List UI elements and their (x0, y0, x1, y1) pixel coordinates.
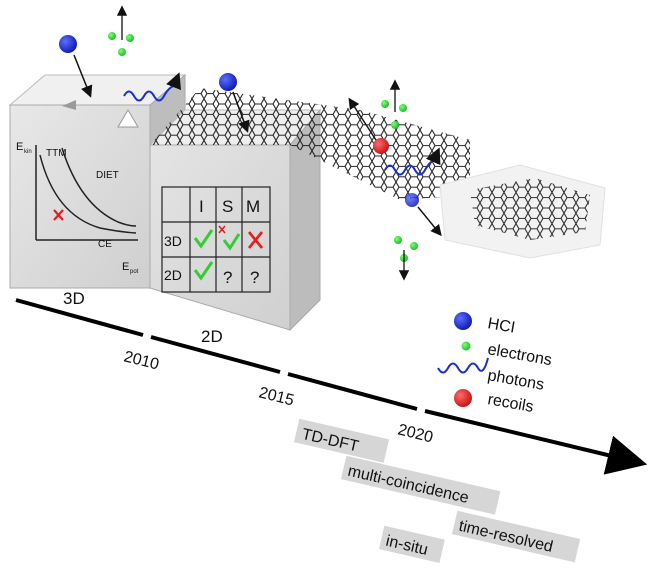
curve-label-ttm: TTM (46, 148, 67, 159)
era-label-3d: 3D (63, 289, 85, 308)
electron (118, 48, 126, 56)
year-label: 2010 (122, 348, 161, 373)
electron (391, 121, 399, 129)
checkmark-icon (193, 229, 214, 249)
energy-graph-3d: E kin E pot TTM DIET CE (16, 141, 139, 275)
isolator-semiconductor-metal-table: I S M 3D 2D ? ? (161, 186, 271, 293)
graph-x-axis-subscript: pot (130, 269, 139, 275)
era-label-2d: 2D (201, 327, 223, 346)
table-row-header: 2D (164, 267, 182, 283)
curve-label-diet: DIET (96, 170, 119, 181)
table-col-header: M (246, 197, 260, 216)
legend-label-recoils: recoils (486, 391, 534, 416)
legend-label-photons: photons (486, 367, 545, 394)
electron (399, 104, 407, 112)
legend-label-electrons: electrons (486, 341, 553, 369)
graphene-flake (439, 164, 606, 259)
legend-photon-icon (437, 357, 489, 374)
table-col-header: S (222, 197, 233, 216)
particles (59, 5, 442, 281)
photon-wave (384, 159, 436, 176)
legend-label-hci: HCI (486, 315, 516, 337)
electron (381, 100, 389, 108)
electron (108, 32, 116, 40)
recoil-atom (373, 138, 389, 154)
electron (410, 242, 418, 250)
table-col-header: I (199, 197, 204, 216)
table-row-header: 3D (164, 233, 182, 249)
cross-icon (247, 231, 264, 249)
curve-diet (61, 147, 137, 227)
table-cell-unknown: ? (250, 268, 259, 287)
curve-ttm (39, 154, 137, 234)
cross-icon (53, 209, 64, 221)
hci-ion (59, 35, 77, 53)
graphene-sheet (150, 88, 470, 200)
curve-label-ce: CE (98, 239, 112, 250)
legend-recoil-icon (454, 389, 472, 407)
legend-electron-icon (461, 341, 471, 351)
checkmark-icon (222, 233, 241, 251)
legend-hci-icon (454, 312, 472, 330)
graph-x-axis-label: E (122, 261, 129, 273)
year-label: 2020 (396, 421, 435, 446)
hci-ion (405, 193, 419, 207)
photon-wave (123, 85, 175, 102)
electron (394, 236, 402, 244)
year-label: 2015 (257, 384, 296, 409)
legend: HCI electrons photons recoils (437, 312, 553, 416)
timeline-arrow (15, 298, 648, 475)
cross-icon (218, 225, 226, 234)
graph-y-axis-label: E (16, 141, 23, 153)
method-tags: TD-DFT multi-coincidence time-resolved i… (294, 418, 581, 564)
surface-hillock (117, 109, 139, 128)
electron (126, 34, 134, 42)
hci-ion (219, 73, 237, 91)
table-cell-unknown: ? (223, 268, 232, 287)
checkmark-icon (193, 261, 214, 281)
graph-y-axis-subscript: kin (24, 149, 32, 155)
surface-pit (62, 100, 76, 110)
